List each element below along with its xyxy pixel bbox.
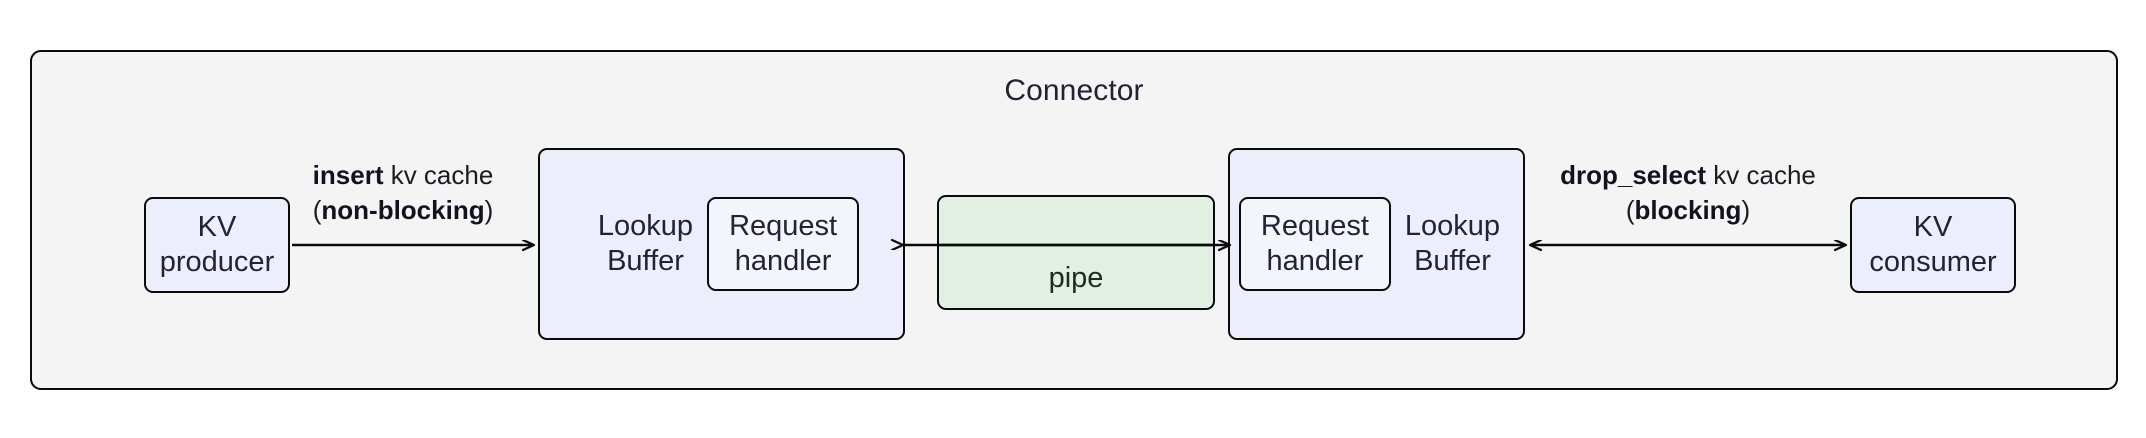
edge-op-drop-select: drop_select [1560, 160, 1707, 190]
request-handler-right-node: Request handler [1238, 196, 1391, 292]
pipe-label: pipe [1048, 262, 1104, 294]
edge-label-insert-line2: (non-blocking) [292, 193, 514, 228]
edge-mode-drop-select: blocking [1634, 194, 1742, 225]
lookup-buffer-left-node: Lookup Buffer Request handler [538, 148, 905, 340]
edge-label-insert-line1: insert kv cache [292, 158, 514, 193]
lookup-buffer-left-label: Lookup Buffer [597, 209, 694, 277]
pipe-node: pipe [937, 195, 1215, 310]
edge-object-insert: kv cache [383, 160, 494, 190]
edge-label-drop-select: drop_select kv cache (blocking) [1528, 158, 1848, 228]
lookup-buffer-right-label: Lookup Buffer [1404, 209, 1501, 277]
edge-paren-close-drop-select: ) [1741, 194, 1751, 225]
connector-title: Connector [1004, 74, 1144, 107]
edge-label-drop-select-line2: (blocking) [1528, 193, 1848, 228]
edge-op-insert: insert [312, 160, 384, 190]
edge-paren-open-insert: ( [312, 194, 322, 225]
edge-mode-insert: non-blocking [321, 194, 485, 225]
request-handler-left-node: Request handler [707, 196, 860, 292]
lookup-buffer-right-node: Request handler Lookup Buffer [1228, 148, 1525, 340]
edge-paren-close-insert: ) [484, 194, 494, 225]
edge-label-insert: insert kv cache (non-blocking) [292, 158, 514, 228]
kv-producer-label: KV producer [159, 210, 275, 278]
edge-label-drop-select-line1: drop_select kv cache [1528, 158, 1848, 193]
kv-producer-node: KV producer [144, 197, 290, 293]
kv-consumer-label: KV consumer [1869, 210, 1997, 278]
kv-consumer-node: KV consumer [1850, 197, 2016, 293]
edge-object-drop-select: kv cache [1706, 160, 1816, 190]
edge-paren-open-drop-select: ( [1625, 194, 1635, 225]
